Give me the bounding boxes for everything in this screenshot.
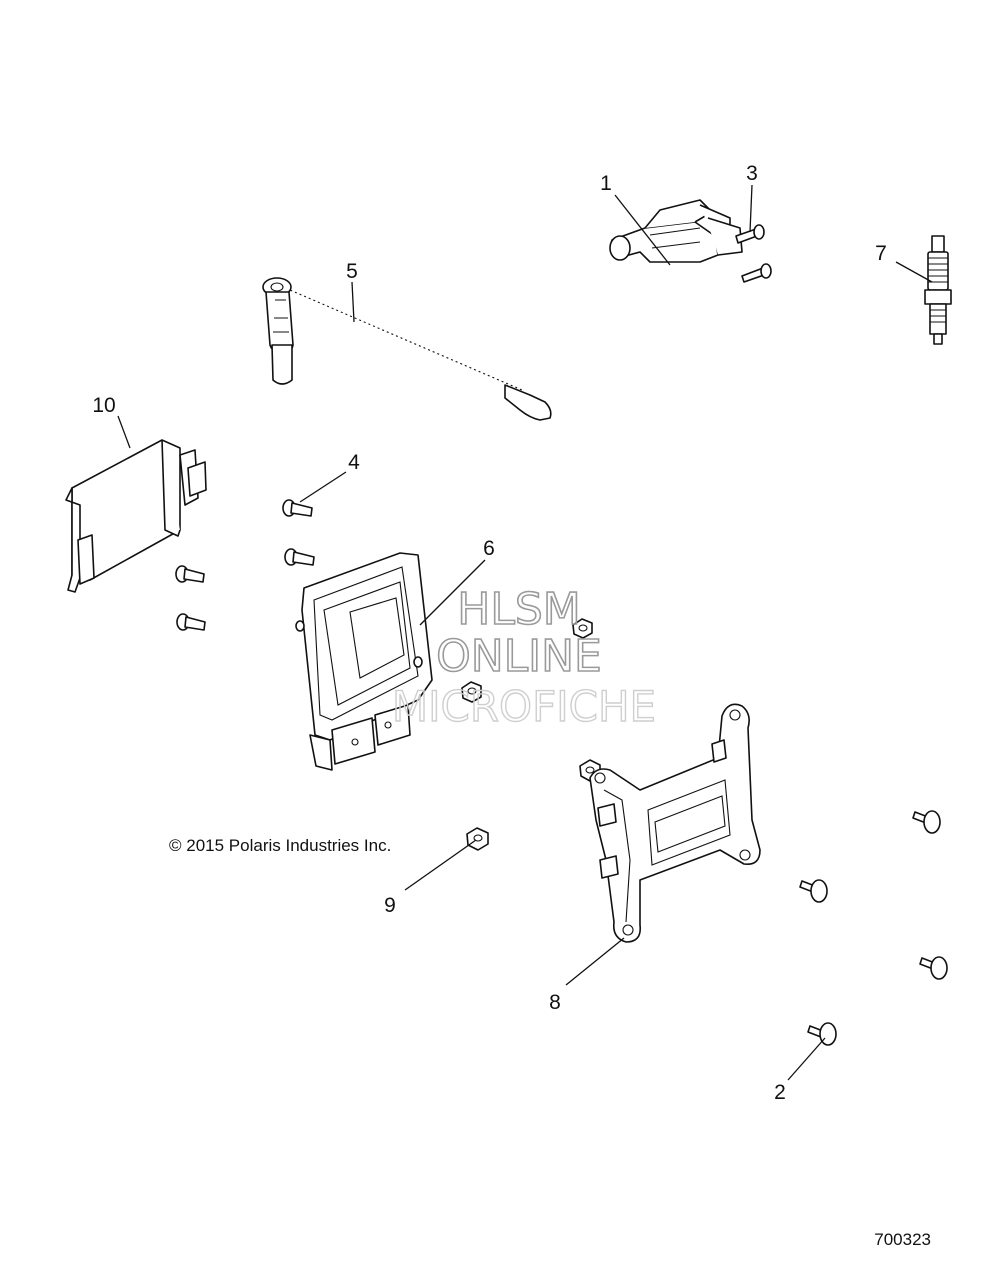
watermark: HLSM ONLINE MICROFICHE: [391, 583, 657, 732]
callout-8: 8: [549, 991, 561, 1014]
ignition-coil-part[interactable]: [609, 199, 743, 263]
callout-labels: 1 2 3 4 5 6 7 8 9 10: [92, 162, 887, 1104]
ecu-mount-bracket-part[interactable]: [589, 703, 761, 943]
callout-5: 5: [346, 260, 358, 283]
callout-9: 9: [384, 894, 396, 917]
callout-3: 3: [746, 162, 758, 185]
callout-1: 1: [600, 172, 612, 195]
ecu-module-part[interactable]: [295, 552, 433, 771]
callout-4: 4: [348, 451, 360, 474]
mount-screw-part[interactable]: [799, 810, 948, 1046]
watermark-line-2: ONLINE: [436, 631, 602, 682]
copyright-text: © 2015 Polaris Industries Inc.: [169, 836, 391, 855]
spark-plug-part[interactable]: [924, 235, 952, 345]
diagram-number: 700323: [874, 1230, 931, 1249]
watermark-line-1: HLSM: [457, 584, 581, 635]
spark-plug-wire-part[interactable]: [262, 277, 552, 421]
callout-6: 6: [483, 537, 495, 560]
callout-7: 7: [875, 242, 887, 265]
ecu-screw-part[interactable]: [175, 499, 315, 631]
callout-10: 10: [92, 394, 115, 417]
leader-lines: [117, 184, 933, 1081]
callout-2: 2: [774, 1081, 786, 1104]
coil-screw-part[interactable]: [735, 224, 772, 283]
watermark-line-3: MICROFICHE: [392, 682, 656, 731]
ecu-bracket-plate-part[interactable]: [65, 439, 207, 593]
